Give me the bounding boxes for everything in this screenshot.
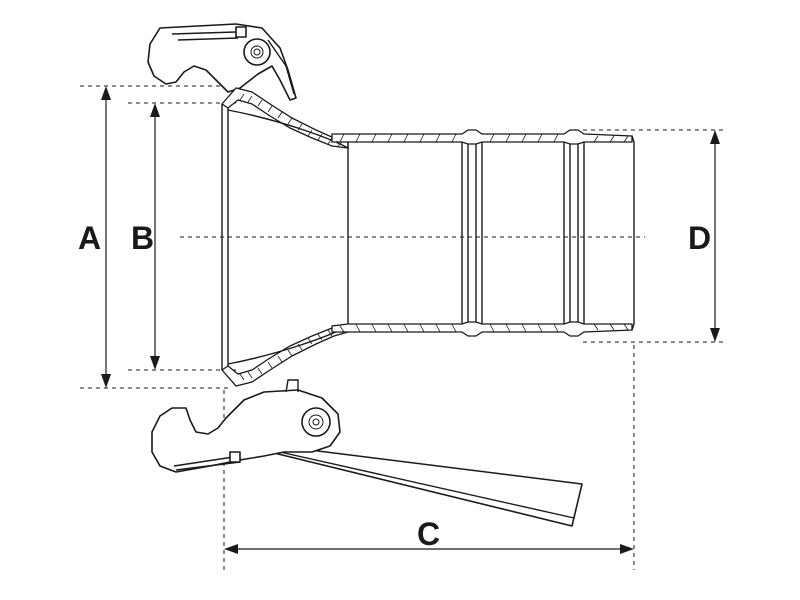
- dimension-d-label: D: [688, 220, 711, 256]
- dimension-b: [150, 103, 160, 370]
- dimension-d: [710, 130, 720, 342]
- dimension-a: [101, 86, 111, 388]
- extension-lines: [80, 85, 725, 570]
- dimension-c: [224, 544, 634, 554]
- dimension-b-label: B: [131, 220, 154, 256]
- lower-cam-lever: [151, 379, 583, 527]
- dimension-c-label: C: [417, 516, 440, 552]
- upper-cam-lever: [147, 23, 297, 101]
- dimension-a-label: A: [78, 220, 101, 256]
- coupler-funnel: [221, 104, 349, 370]
- hose-shank: [331, 129, 635, 337]
